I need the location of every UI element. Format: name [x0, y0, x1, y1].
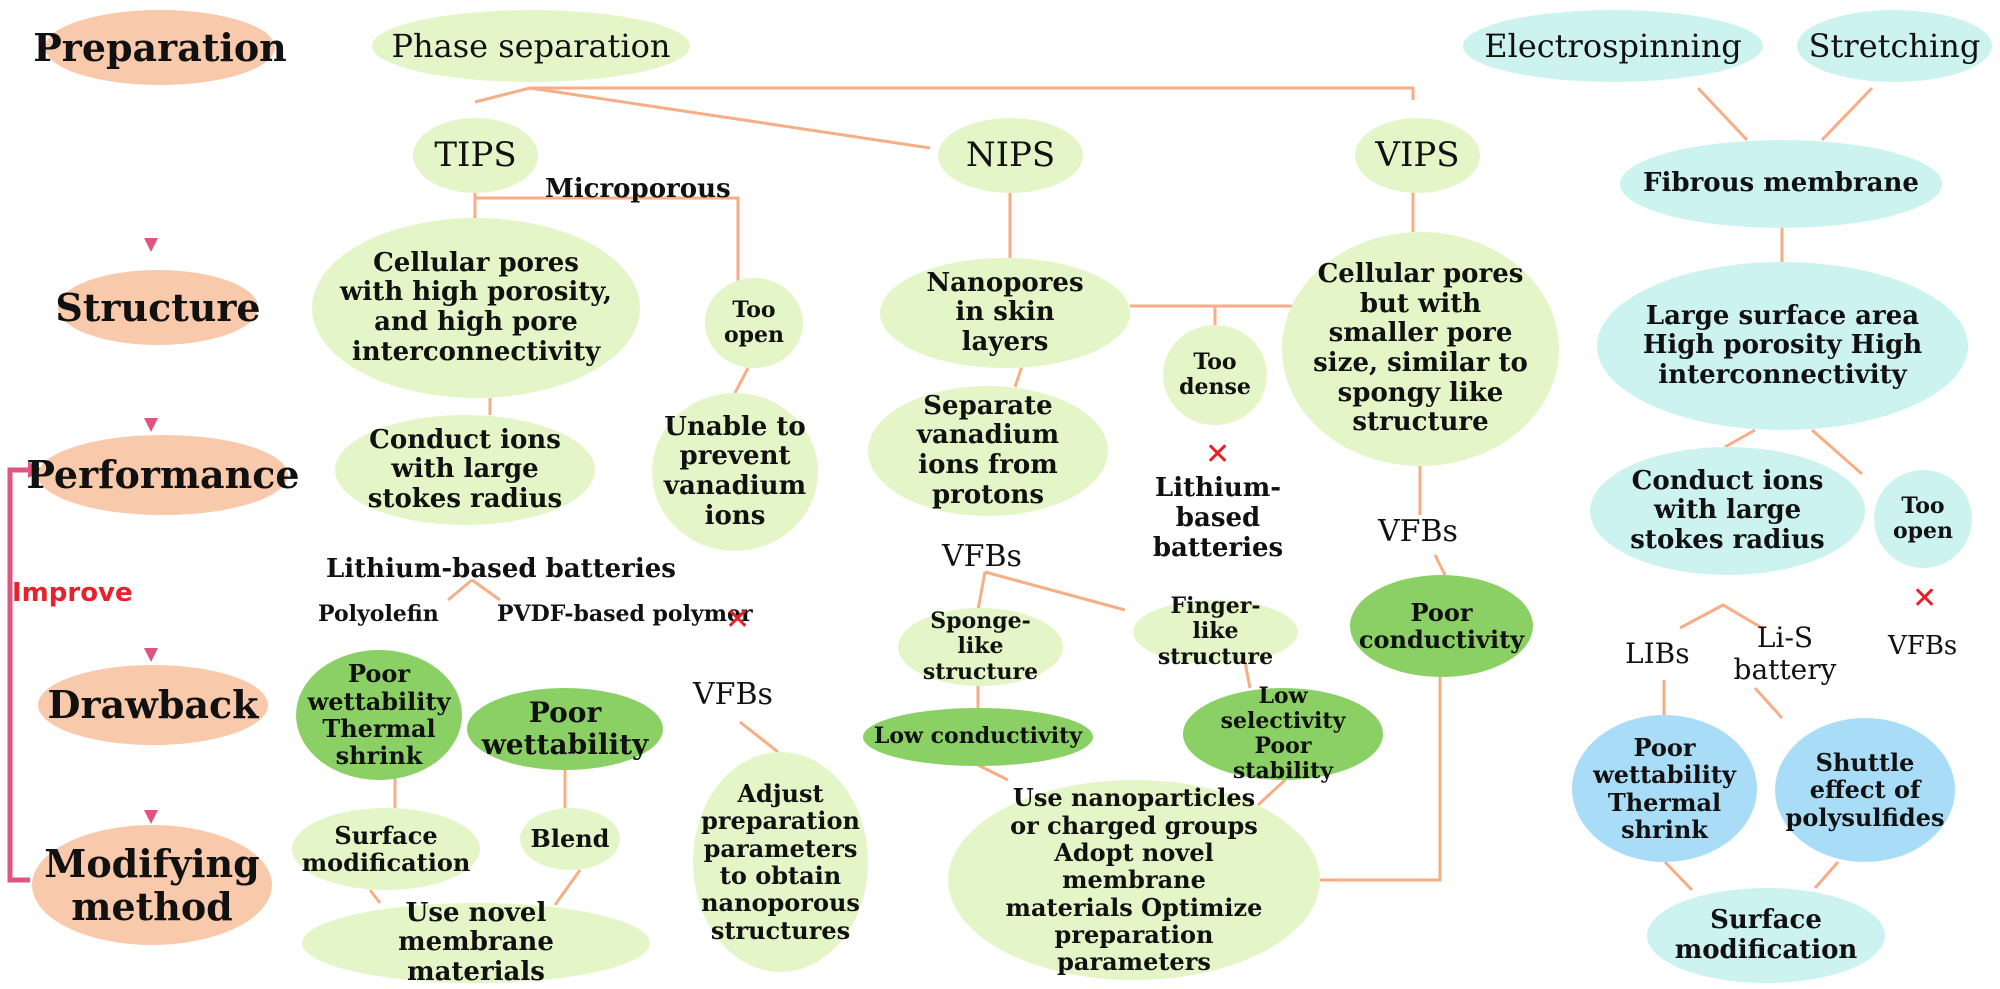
- blend-node: Blend: [520, 808, 620, 870]
- stage-preparation: Preparation: [33, 10, 287, 85]
- vips-vfbs-label: VFBs: [1378, 514, 1458, 549]
- poor-wettability-thermal-shrink-node: Poor wettability Thermal shrink: [296, 650, 462, 780]
- use-novel-membrane-node: Use novel membrane materials: [302, 898, 650, 987]
- fibrous-cross-icon: ✕: [1912, 581, 1938, 616]
- stretching-node: Stretching: [1797, 10, 1992, 82]
- pvdf-label: PVDF-based polymer: [497, 601, 753, 627]
- stage-structure: Structure: [55, 270, 261, 345]
- too-dense-node: Too dense: [1163, 325, 1267, 425]
- large-surface-area-node: Large surface area High porosity High in…: [1597, 262, 1968, 430]
- vips-node: VIPS: [1355, 118, 1480, 193]
- finger-like-node: Finger-like structure: [1133, 594, 1298, 669]
- fibrous-vfbs-label: VFBs: [1888, 631, 1958, 661]
- tips-cellular-pores-node: Cellular pores with high porosity, and h…: [312, 218, 640, 398]
- tips-cross-icon: ✕: [725, 602, 751, 637]
- fibrous-too-open-node: Too open: [1874, 470, 1972, 568]
- lis-battery-label: Li-S battery: [1733, 621, 1837, 687]
- nips-vfbs-label: VFBs: [942, 539, 1022, 574]
- stage-drawback: Drawback: [38, 665, 268, 745]
- low-conductivity-node: Low conductivity: [863, 708, 1093, 766]
- libs-label: LIBs: [1625, 637, 1690, 670]
- fibrous-surface-modification-node: Surface modification: [1647, 888, 1885, 983]
- stage-modifying-method: Modifying method: [32, 825, 272, 945]
- nips-cross-icon: ✕: [1205, 437, 1231, 472]
- fibrous-membrane-node: Fibrous membrane: [1620, 140, 1942, 228]
- nips-lithium-label: Lithium-based batteries: [1152, 473, 1284, 563]
- shuttle-effect-node: Shuttle effect of polysulfides: [1775, 718, 1955, 862]
- improve-label: Improve: [12, 578, 133, 608]
- sponge-like-node: Sponge-like structure: [898, 608, 1063, 686]
- nanopores-skin-node: Nanopores in skin layers: [880, 258, 1130, 368]
- phase-separation-node: Phase separation: [372, 10, 690, 82]
- use-nanoparticles-node: Use nanoparticles or charged groups Adop…: [948, 780, 1320, 980]
- tips-surface-modification-node: Surface modification: [292, 808, 480, 890]
- tips-too-open-node: Too open: [705, 278, 803, 368]
- tips-unable-prevent-node: Unable to prevent vanadium ions: [652, 393, 818, 551]
- vips-cellular-pores-node: Cellular pores but with smaller pore siz…: [1282, 232, 1559, 466]
- fibrous-poor-wettability-node: Poor wettability Thermal shrink: [1572, 715, 1757, 862]
- poor-conductivity-node: Poor conductivity: [1350, 575, 1533, 677]
- tips-lithium-label: Lithium-based batteries: [326, 554, 676, 584]
- electrospinning-node: Electrospinning: [1463, 10, 1763, 82]
- adjust-preparation-node: Adjust preparation parameters to obtain …: [693, 752, 868, 972]
- tips-conduct-ions-node: Conduct ions with large stokes radius: [335, 415, 595, 525]
- polyolefin-label: Polyolefin: [318, 601, 439, 627]
- microporous-label: Microporous: [545, 174, 731, 204]
- stage-performance: Performance: [26, 435, 300, 515]
- tips-vfbs-label: VFBs: [693, 677, 773, 712]
- poor-wettability-node: Poor wettability: [467, 688, 663, 770]
- nips-node: NIPS: [938, 118, 1083, 193]
- separate-vanadium-node: Separate vanadium ions from protons: [868, 386, 1108, 516]
- low-selectivity-node: Low selectivity Poor stability: [1183, 683, 1383, 784]
- fibrous-conduct-ions-node: Conduct ions with large stokes radius: [1590, 447, 1865, 575]
- tips-node: TIPS: [413, 118, 538, 193]
